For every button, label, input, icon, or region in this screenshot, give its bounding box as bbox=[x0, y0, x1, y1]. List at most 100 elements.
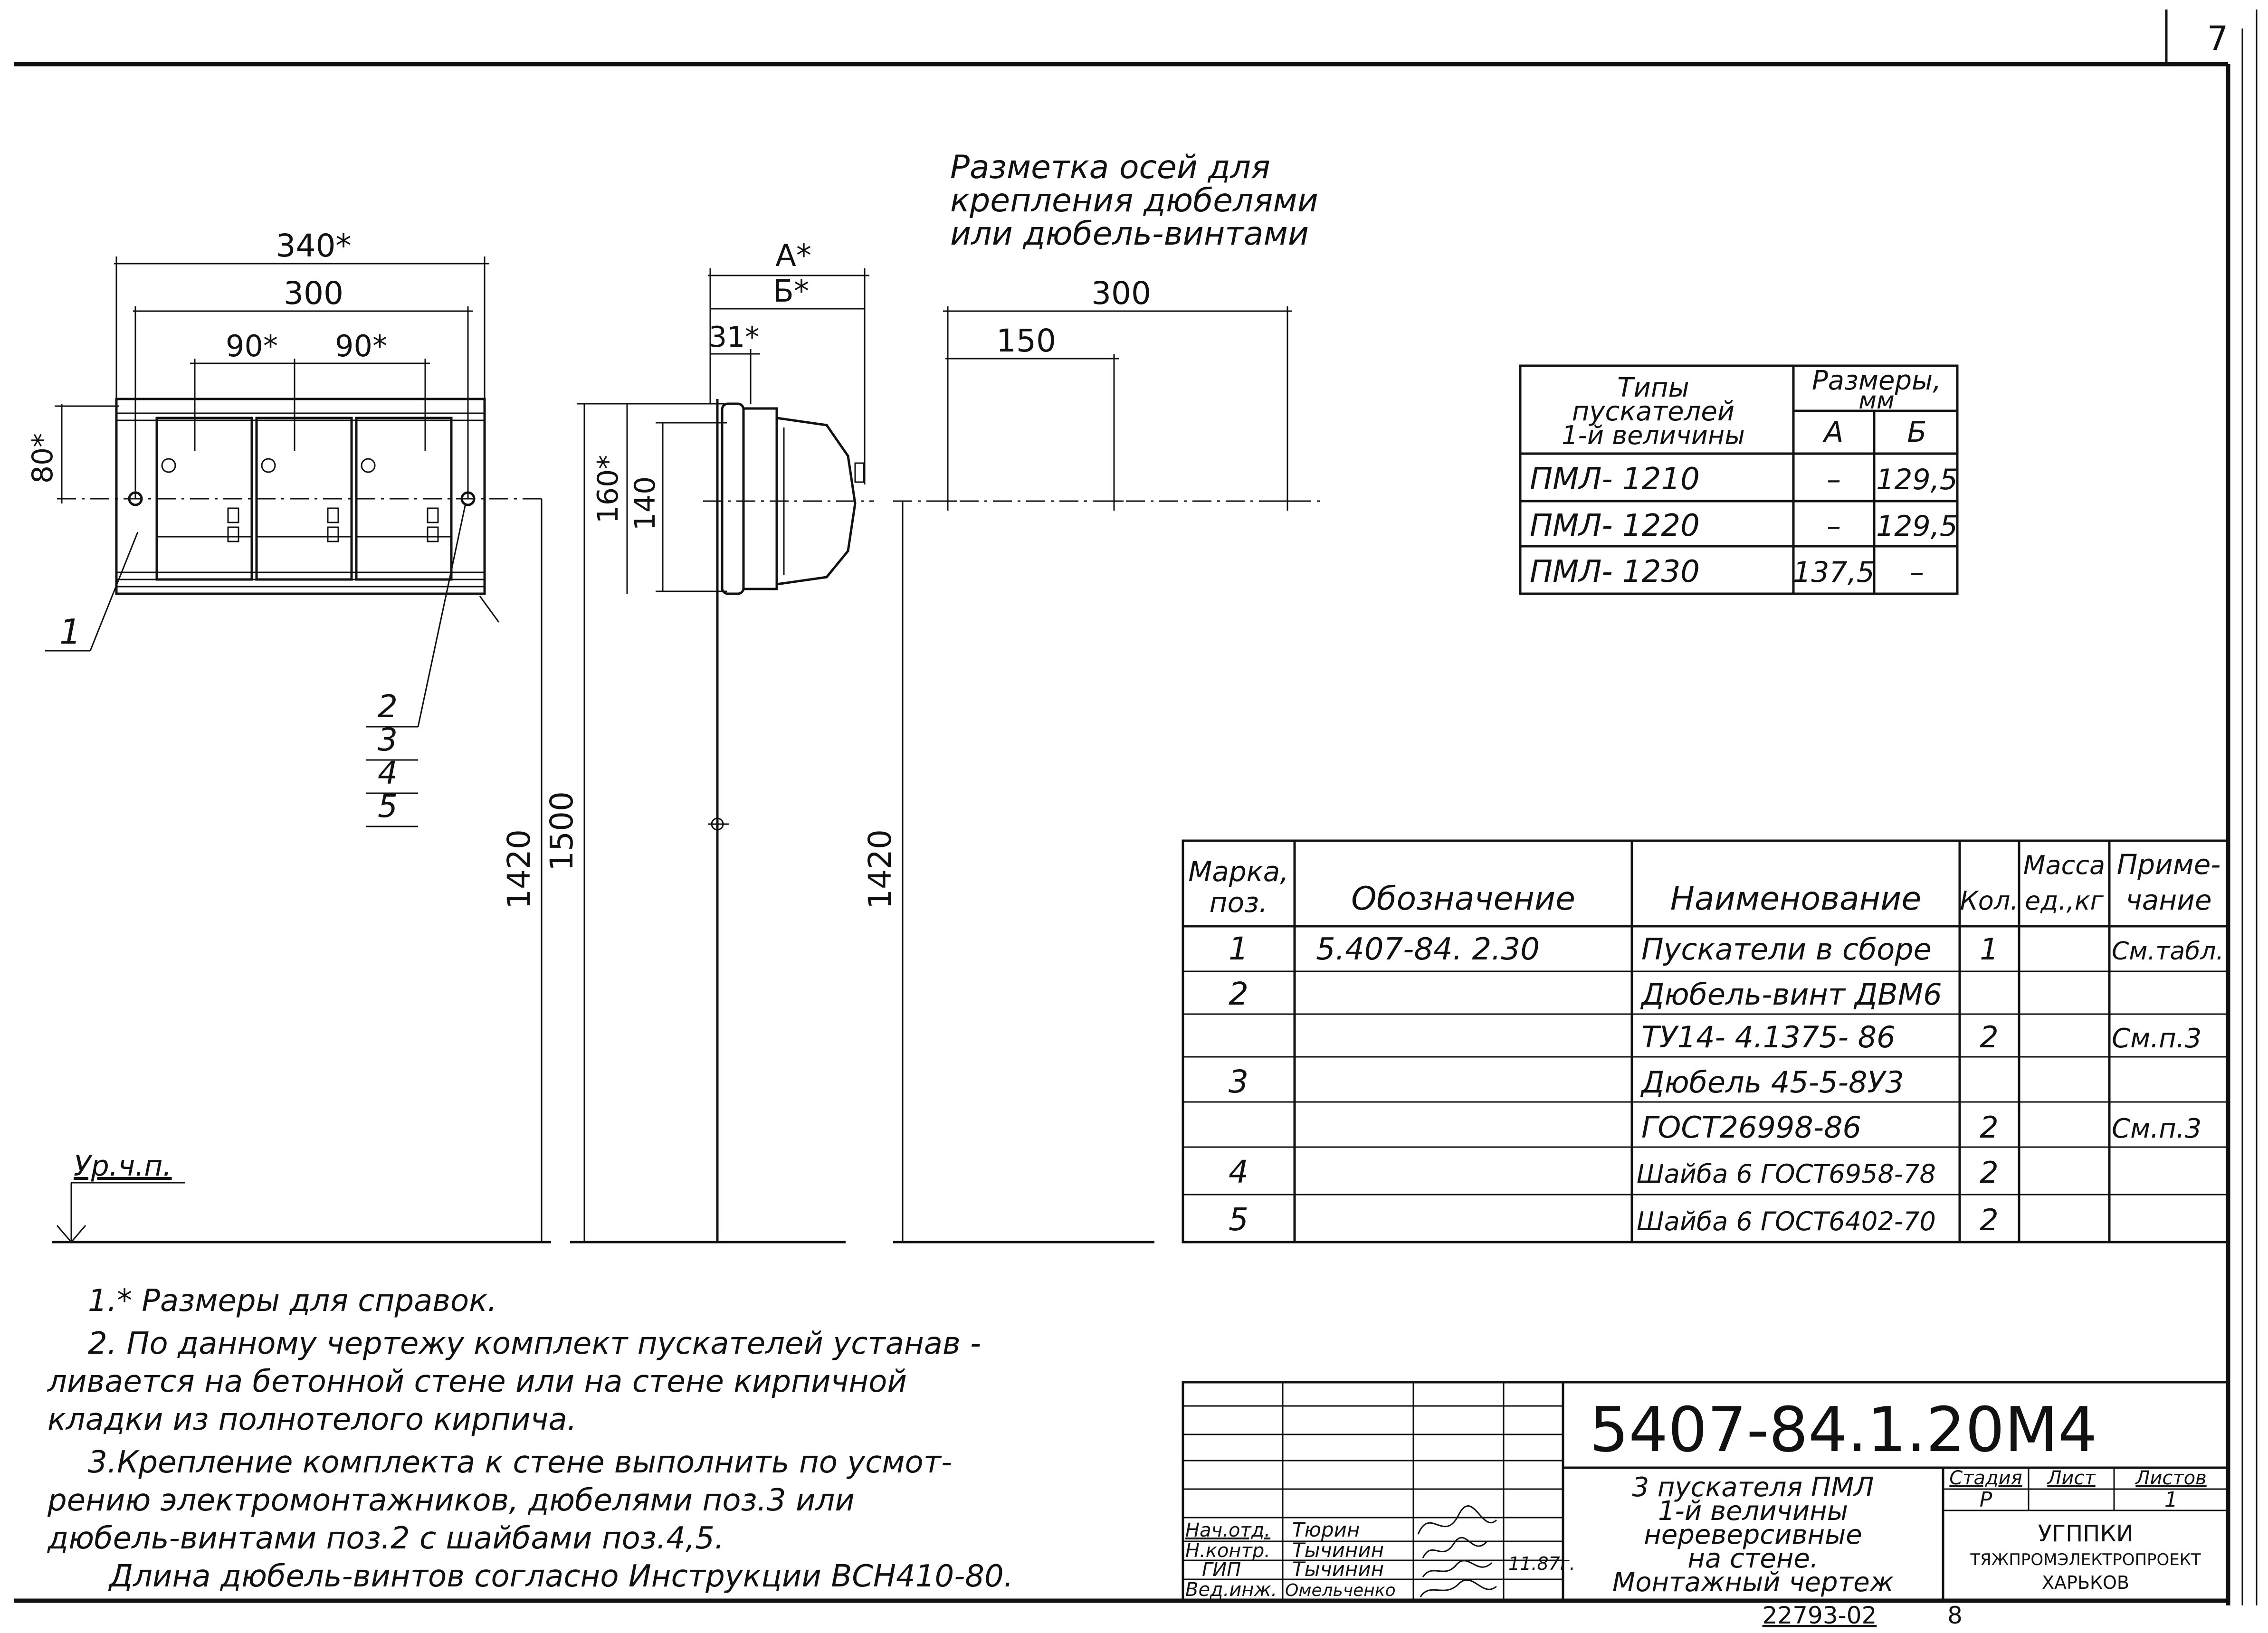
caption-line-2: крепления дюбелями bbox=[950, 182, 1318, 219]
spec-row-6-qty: 2 bbox=[1980, 1155, 1998, 1190]
leader-pos-1: 1 bbox=[59, 612, 81, 652]
leader-pos-3: 3 bbox=[378, 722, 398, 758]
dim-160: 160* bbox=[591, 455, 625, 524]
stage-value: Р bbox=[1980, 1488, 1992, 1512]
spec-row-1-note: См.табл. bbox=[2112, 937, 2224, 966]
size-row-3-b: – bbox=[1910, 556, 1924, 589]
spec-header-designation: Обозначение bbox=[1351, 880, 1575, 918]
size-row-3-type: ПМЛ- 1230 bbox=[1530, 554, 1700, 589]
note-line-5: 3.Крепление комплекта к стене выполнить … bbox=[88, 1445, 952, 1480]
spec-row-3-qty: 2 bbox=[1980, 1020, 1998, 1054]
marking-caption: Разметка осей для крепления дюбелями или… bbox=[950, 149, 1318, 253]
org-line-3: ХАРЬКОВ bbox=[2042, 1572, 2129, 1593]
name-3: Тычинин bbox=[1292, 1557, 1384, 1581]
size-table-header-types-3: 1-й величины bbox=[1562, 420, 1745, 450]
spec-row-1-designation: 5.407-84. 2.30 bbox=[1316, 932, 1540, 967]
title-line-1: 3 пускателя ПМЛ bbox=[1632, 1472, 1874, 1503]
side-view: A* Б* 31* 1500 160* 140 bbox=[543, 238, 874, 1244]
caption-line-3: или дюбель-винтами bbox=[950, 215, 1309, 253]
org-line-1: УГППКИ bbox=[2038, 1520, 2134, 1547]
general-notes: 1.* Размеры для справок. 2. По данному ч… bbox=[47, 1283, 1013, 1594]
spec-table: Марка, поз. Обозначение Наименование Кол… bbox=[1182, 839, 2230, 1244]
sheets-header: Листов bbox=[2135, 1467, 2206, 1489]
name-1: Тюрин bbox=[1292, 1518, 1360, 1541]
dim-90-left: 90* bbox=[226, 329, 278, 363]
size-row-1-b: 129,5 bbox=[1876, 463, 1958, 496]
size-row-2-type: ПМЛ- 1220 bbox=[1530, 508, 1700, 543]
spec-row-4-mark: 3 bbox=[1229, 1063, 1248, 1100]
note-line-1: 1.* Размеры для справок. bbox=[88, 1283, 497, 1319]
marking-view: 300 150 1420 bbox=[862, 275, 1321, 1244]
dim-300-marking: 300 bbox=[1091, 275, 1151, 312]
role-4: Вед.инж. bbox=[1185, 1579, 1277, 1601]
spec-row-1-mark: 1 bbox=[1229, 930, 1248, 967]
size-row-2-a: – bbox=[1827, 510, 1841, 543]
date-value: 11.87г. bbox=[1508, 1553, 1575, 1574]
spec-header-mark-1: Марка, bbox=[1188, 855, 1288, 888]
floor-level-label: Ур.ч.п. bbox=[74, 1149, 172, 1183]
note-line-4: кладки из полнотелого кирпича. bbox=[48, 1402, 577, 1437]
dim-140: 140 bbox=[629, 476, 662, 531]
name-4: Омельченко bbox=[1285, 1581, 1396, 1600]
dim-80: 80* bbox=[26, 433, 59, 484]
dim-B: Б* bbox=[773, 274, 809, 309]
size-row-1-a: – bbox=[1827, 463, 1841, 496]
size-table-header-sizes-2: мм bbox=[1858, 387, 1894, 414]
spec-row-2-mark: 2 bbox=[1229, 976, 1248, 1012]
spec-row-3-note: См.п.3 bbox=[2112, 1023, 2201, 1054]
title-line-4: на стене. bbox=[1687, 1543, 1818, 1574]
spec-header-note-1: Приме- bbox=[2117, 848, 2221, 881]
dim-300: 300 bbox=[284, 275, 343, 312]
size-table-header-types-1: Типы bbox=[1617, 372, 1689, 403]
dim-150: 150 bbox=[996, 323, 1056, 359]
role-3: ГИП bbox=[1202, 1559, 1241, 1581]
spec-row-2-name: Дюбель-винт ДВМ6 bbox=[1640, 977, 1942, 1012]
spec-row-1-name: Пускатели в сборе bbox=[1641, 932, 1932, 967]
spec-row-4-name: Дюбель 45-5-8У3 bbox=[1640, 1065, 1904, 1100]
dim-90-right: 90* bbox=[335, 329, 387, 363]
document-code: 5407-84.1.20М4 bbox=[1590, 1394, 2097, 1466]
dim-1420-front: 1420 bbox=[501, 829, 537, 909]
dim-31: 31* bbox=[709, 321, 759, 354]
note-line-8: Длина дюбель-винтов согласно Инструкции … bbox=[108, 1559, 1013, 1594]
size-table-header-b: Б bbox=[1907, 416, 1926, 449]
leader-pos-4: 4 bbox=[378, 755, 398, 791]
spec-row-5-qty: 2 bbox=[1980, 1110, 1998, 1145]
size-table-header-a: А bbox=[1822, 416, 1843, 449]
spec-row-6-name: Шайба 6 ГОСТ6958-78 bbox=[1637, 1159, 1936, 1189]
size-table-header-types-2: пускателей bbox=[1572, 396, 1734, 427]
note-line-6: рению электромонтажников, дюбелями поз.3… bbox=[47, 1483, 855, 1518]
spec-header-mark-2: поз. bbox=[1210, 886, 1268, 919]
note-line-3: ливается на бетонной стене или на стене … bbox=[47, 1364, 907, 1399]
spec-header-mass-2: ед.,кг bbox=[2025, 886, 2104, 916]
caption-line-1: Разметка осей для bbox=[950, 149, 1270, 186]
spec-row-5-name: ГОСТ26998-86 bbox=[1641, 1110, 1861, 1145]
dim-A: A* bbox=[775, 238, 811, 274]
size-table-header-sizes-1: Размеры, bbox=[1812, 365, 1941, 396]
front-view: 340* 300 90* 90* 80* bbox=[26, 228, 546, 1242]
dim-340: 340* bbox=[276, 228, 352, 264]
spec-row-7-qty: 2 bbox=[1980, 1203, 1998, 1237]
size-row-2-b: 129,5 bbox=[1876, 510, 1958, 543]
size-row-1-type: ПМЛ- 1210 bbox=[1530, 462, 1700, 497]
spec-row-7-name: Шайба 6 ГОСТ6402-70 bbox=[1637, 1206, 1936, 1236]
title-line-5: Монтажный чертеж bbox=[1612, 1567, 1894, 1598]
spec-header-name: Наименование bbox=[1670, 880, 1921, 918]
spec-header-note-2: чание bbox=[2125, 884, 2211, 916]
note-line-2: 2. По данному чертежу комплект пускателе… bbox=[88, 1326, 981, 1361]
floor-level: Ур.ч.п. bbox=[52, 1149, 551, 1244]
spec-row-6-mark: 4 bbox=[1229, 1154, 1248, 1190]
size-table: Типы пускателей 1-й величины Размеры, мм… bbox=[1519, 364, 1959, 595]
position-leaders: 1 2 3 4 5 bbox=[45, 503, 467, 827]
title-line-2: 1-й величины bbox=[1658, 1496, 1848, 1527]
title-block: 5407-84.1.20М4 3 пускателя ПМЛ 1-й велич… bbox=[1182, 1381, 2230, 1602]
title-line-3: нереверсивные bbox=[1644, 1519, 1862, 1550]
size-row-3-a: 137,5 bbox=[1793, 556, 1875, 589]
spec-header-mass-1: Масса bbox=[2023, 850, 2105, 880]
leader-pos-5: 5 bbox=[378, 788, 398, 825]
dim-1420-marking: 1420 bbox=[862, 829, 898, 909]
spec-row-1-qty: 1 bbox=[1980, 932, 1998, 967]
stage-header: Стадия bbox=[1949, 1467, 2022, 1489]
signatures bbox=[1417, 1505, 1497, 1597]
